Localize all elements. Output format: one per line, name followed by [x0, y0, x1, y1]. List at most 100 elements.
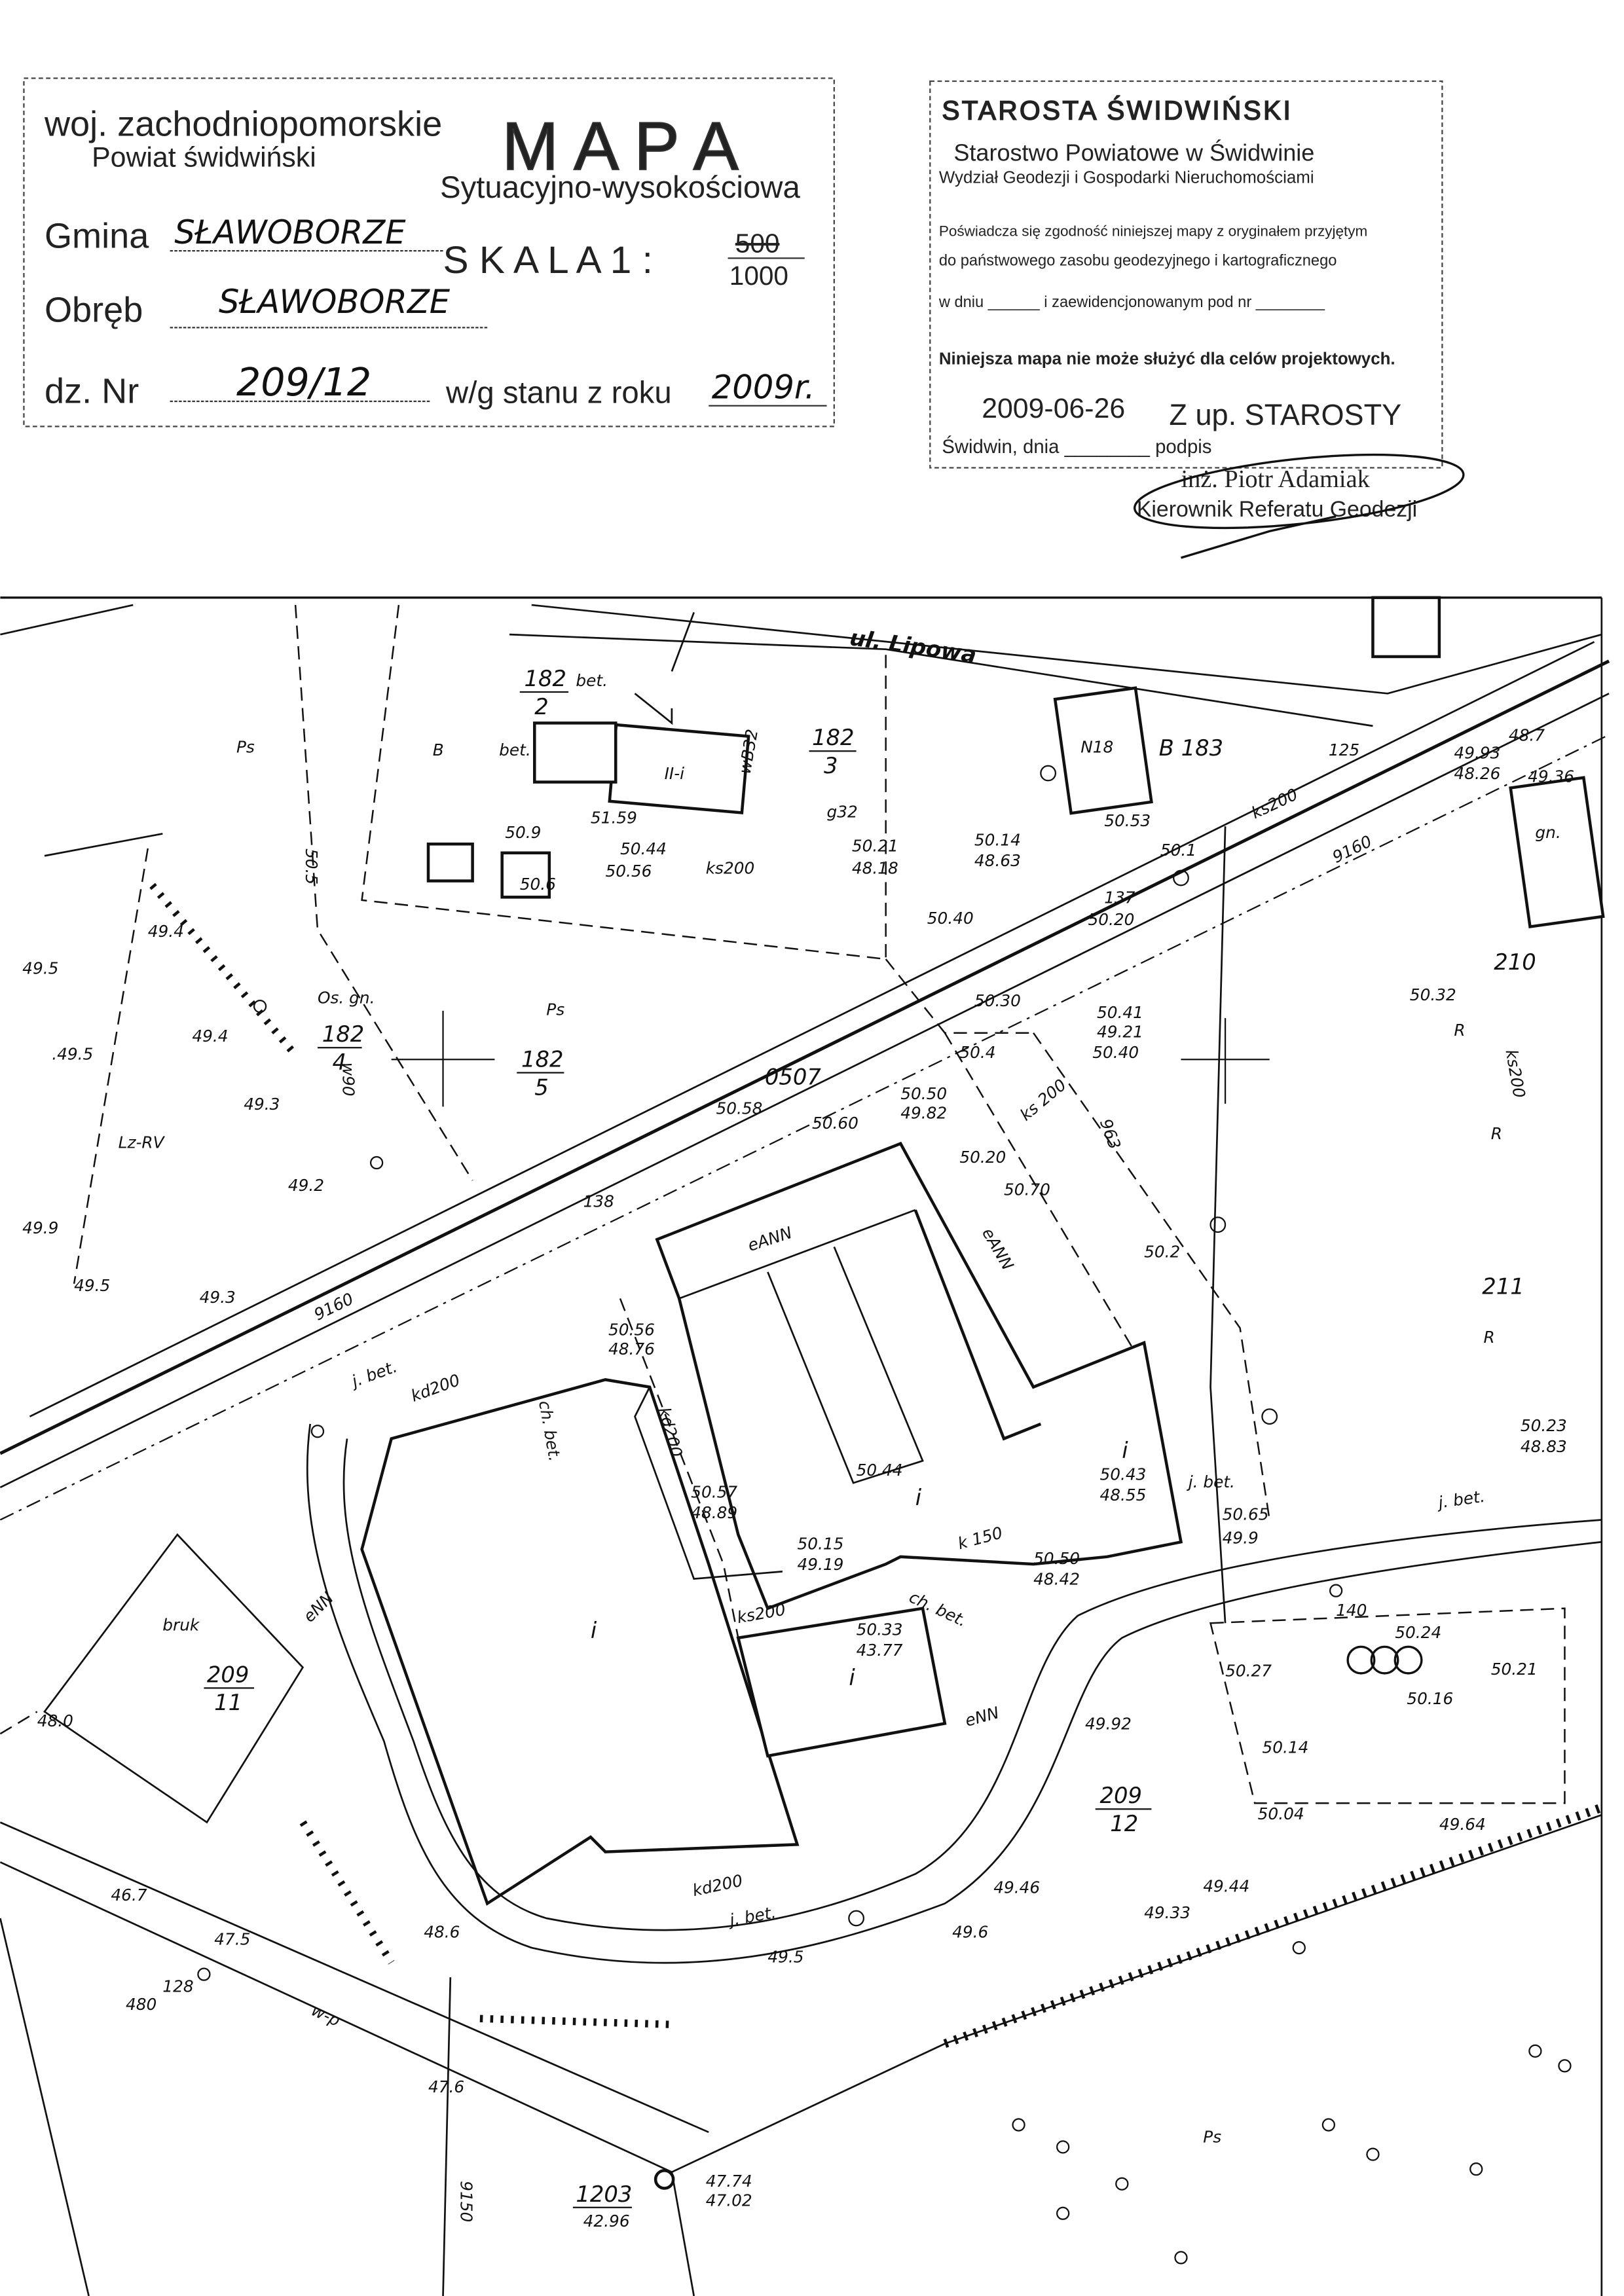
elevation: 49.64 — [1439, 1815, 1486, 1834]
scale-label: S K A L A 1 : — [443, 239, 653, 282]
signatory-title: Kierownik Referatu Geodezji — [1137, 497, 1417, 522]
label-bruk: bruk — [162, 1616, 200, 1635]
elevation: 50.5 — [302, 848, 321, 884]
elevation: 49.9 — [22, 1218, 58, 1237]
design-use-warning: Niniejsza mapa nie może służyć dla celów… — [939, 350, 1395, 369]
elevation: 50.43 — [1100, 1465, 1147, 1484]
elevation: 50.4 — [959, 1043, 995, 1062]
year-value: 2009r. — [712, 369, 815, 407]
elevation: 50.21 — [1491, 1660, 1538, 1679]
parcel-209-12-sub: 12 — [1110, 1811, 1138, 1836]
certification-line-3: w dniu ______ i zaewidencjonowanym pod n… — [938, 294, 1325, 311]
label-r: R — [1491, 1124, 1502, 1143]
elevation: 480 — [126, 1995, 157, 2014]
label-r: R — [1484, 1328, 1495, 1347]
label-j-bet: j. bet. — [1187, 1472, 1235, 1491]
elevation: 47.74 — [706, 2172, 752, 2191]
parcel-182-4: 182 — [322, 1021, 365, 1047]
parcel-211: 211 — [1482, 1274, 1524, 1300]
monument-rings-symbol — [1346, 1645, 1423, 1675]
parcel-182-4-sub: 4 — [332, 1049, 346, 1075]
point-137: 137 — [1104, 888, 1135, 907]
parcel-1203: 1203 — [576, 2181, 632, 2207]
label-lz-rv: Lz-RV — [119, 1133, 166, 1152]
elevation: 49.4 — [148, 922, 184, 941]
elevation: 43.77 — [857, 1641, 903, 1660]
signature-stroke — [1180, 515, 1337, 559]
elevation: 50.27 — [1225, 1661, 1272, 1680]
elevation: 50.20 — [959, 1148, 1006, 1167]
elevation: 48.7 — [1509, 725, 1545, 744]
elevation: 48.55 — [1100, 1485, 1147, 1504]
label-os-gn: Os. gn. — [318, 989, 375, 1008]
label-9150: 9150 — [457, 2181, 476, 2222]
elevation: 50.44 — [857, 1461, 903, 1480]
voivodeship-label: woj. zachodniopomorskie — [44, 104, 442, 143]
parcel-209-11-sub: 11 — [214, 1690, 242, 1715]
map-area: ul. Lipowa — [0, 596, 1610, 2296]
elevation: 49.4 — [192, 1027, 228, 1046]
parcel-number-value: 209/12 — [236, 360, 371, 405]
map-title: M A P A — [502, 108, 739, 184]
label-i: i — [1122, 1438, 1128, 1463]
elevation: 50.41 — [1097, 1003, 1143, 1022]
stamp-date: 2009-06-26 — [982, 393, 1125, 424]
point-140: 140 — [1336, 1601, 1367, 1620]
elevation: 49.36 — [1528, 767, 1574, 786]
elevation: 49.3 — [244, 1095, 280, 1114]
elevation-labels: 49.4 49.5 .49.5 49.4 49.3 49.2 49.9 49.5… — [22, 725, 1574, 2210]
main-road — [0, 641, 1610, 1521]
department-name: Wydział Geodezji i Gospodarki Nieruchomo… — [939, 168, 1314, 187]
elevation: 50.70 — [1004, 1180, 1050, 1199]
scale-value: 1000 — [729, 261, 788, 291]
label-ps: Ps — [1203, 2128, 1221, 2147]
elevation: 49.2 — [288, 1176, 324, 1195]
parcel-0507: 0507 — [765, 1065, 822, 1090]
elevation: 49.19 — [797, 1555, 843, 1574]
parcel-183: B 183 — [1159, 735, 1223, 761]
elevation: 49.3 — [200, 1288, 236, 1307]
county-label: Powiat świdwiński — [92, 142, 316, 173]
elevation: 50.20 — [1088, 910, 1134, 929]
elevation: 50.14 — [974, 830, 1021, 849]
elevation: 50.15 — [797, 1535, 843, 1554]
map-subtitle: Sytuacyjno-wysokościowa — [440, 170, 800, 205]
parcel-182-2: 182 — [524, 666, 566, 691]
point-125: 125 — [1329, 740, 1359, 759]
elevation: 50.9 — [505, 823, 541, 842]
elevation: 49.82 — [900, 1103, 947, 1122]
obreb-value: SŁAWOBORZE — [219, 283, 451, 321]
elevation: 50.14 — [1262, 1738, 1308, 1757]
elevation: 48.83 — [1521, 1437, 1567, 1456]
elevation: 50.23 — [1521, 1416, 1567, 1435]
parcel-209-12: 209 — [1100, 1783, 1143, 1808]
parcel-182-3: 182 — [812, 725, 855, 750]
label-i: i — [915, 1485, 922, 1510]
elevation: 49.46 — [993, 1878, 1040, 1897]
elevation: 50.60 — [812, 1114, 858, 1133]
place-date-line: Świdwin, dnia ________ podpis — [942, 435, 1211, 458]
label-building-2i: II-i — [665, 764, 685, 783]
label-g32: g32 — [827, 803, 858, 822]
certification-stamp: STAROSTA ŚWIDWIŃSKI Starostwo Powiatowe … — [929, 80, 1465, 559]
point-128: 128 — [162, 1977, 193, 1996]
elevation: 50.16 — [1407, 1689, 1453, 1708]
signatory-name: inż. Piotr Adamiak — [1181, 465, 1370, 493]
elevation: 48.26 — [1454, 764, 1500, 783]
elevation: 46.7 — [111, 1886, 147, 1904]
elevation: 50.40 — [1092, 1043, 1139, 1062]
elevation: 50.1 — [1160, 841, 1196, 860]
elevation: 50.58 — [716, 1099, 762, 1118]
label-ps: Ps — [236, 737, 255, 756]
elevation: 50.24 — [1395, 1623, 1441, 1642]
label-gn: gn. — [1535, 823, 1560, 842]
elevation: 50.32 — [1410, 985, 1456, 1004]
elevation: 50.65 — [1223, 1504, 1269, 1523]
authority-title: STAROSTA ŚWIDWIŃSKI — [942, 96, 1293, 126]
elevation: 47.6 — [428, 2077, 464, 2096]
elevation: 50.44 — [620, 839, 667, 858]
elevation: 48.89 — [691, 1503, 737, 1522]
gmina-label: Gmina — [45, 217, 149, 256]
